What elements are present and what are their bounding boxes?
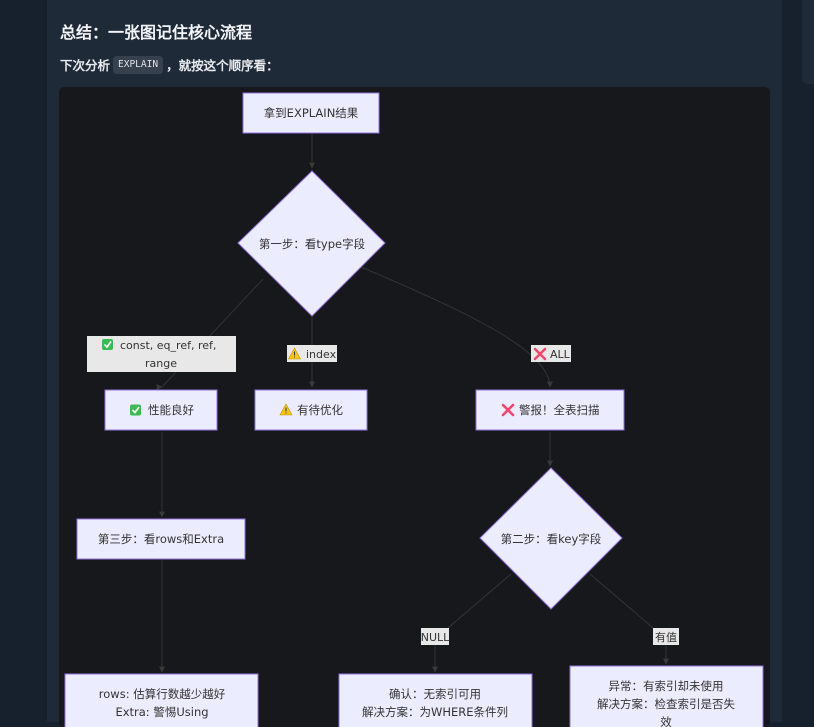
node-alarm-label: 警报！全表扫描: [519, 403, 600, 417]
node-step1-label: 第一步：看type字段: [259, 237, 366, 251]
node-alarm: 警报！全表扫描: [475, 389, 625, 431]
node-good: 性能良好: [104, 389, 218, 431]
node-anomaly: 异常：有索引却未使用 解决方案：检查索引是否失 效: [569, 665, 764, 727]
right-side-card: [802, 0, 814, 84]
node-start-label: 拿到EXPLAIN结果: [264, 106, 359, 120]
node-step3-label: 第三步：看rows和Extra: [98, 532, 224, 546]
explain-code: EXPLAIN: [113, 55, 164, 74]
flowchart: 拿到EXPLAIN结果 第一步：看type字段 const, eq_ref, r…: [64, 92, 764, 727]
node-rows: rows: 估算行数越少越好 Extra: 警惕Using: [64, 673, 259, 727]
edge-label-const: const, eq_ref, ref, range: [87, 336, 236, 372]
intro-line: 下次分析 EXPLAIN ，就按这个顺序看：: [60, 55, 279, 74]
edge-step2-confirm: [432, 573, 512, 673]
node-step3: 第三步：看rows和Extra: [76, 518, 246, 560]
edge-label-index-text: index: [306, 348, 337, 361]
node-rows-line2: Extra: 警惕Using: [115, 705, 208, 719]
flowchart-container: 拿到EXPLAIN结果 第一步：看type字段 const, eq_ref, r…: [59, 87, 770, 727]
node-optimize: 有待优化: [254, 389, 368, 431]
node-optimize-label: 有待优化: [297, 403, 343, 417]
edge-step1-alarm: [360, 266, 553, 388]
section-title: 总结：一张图记住核心流程: [60, 23, 253, 42]
edge-label-null: NULL: [421, 628, 450, 645]
check-icon: [130, 404, 141, 416]
edge-label-all-text: ALL: [550, 348, 571, 361]
intro-text-before: 下次分析: [60, 58, 111, 73]
node-step2: 第二步：看key字段: [479, 467, 623, 610]
edge-label-null-text: NULL: [421, 631, 450, 644]
edge-label-const-line1: const, eq_ref, ref,: [120, 339, 216, 352]
cross-icon: [533, 347, 547, 361]
node-confirm: 确认：无索引可用 解决方案：为WHERE条件列: [338, 673, 533, 727]
check-icon: [102, 339, 113, 350]
warning-icon: [279, 403, 293, 416]
edge-label-all: ALL: [531, 345, 571, 362]
node-confirm-line1: 确认：无索引可用: [389, 687, 481, 701]
edge-label-index: index: [287, 345, 337, 362]
cross-icon: [501, 403, 515, 417]
edge-label-has-value: 有值: [653, 628, 679, 645]
edge-step2-anomaly: [589, 573, 669, 665]
warning-icon: [287, 347, 302, 360]
left-gutter: [0, 0, 47, 722]
node-step2-label: 第二步：看key字段: [501, 532, 602, 546]
node-confirm-line2: 解决方案：为WHERE条件列: [362, 705, 508, 719]
node-rows-line1: rows: 估算行数越少越好: [99, 687, 226, 701]
node-start: 拿到EXPLAIN结果: [242, 92, 380, 134]
node-step1: 第一步：看type字段: [237, 170, 386, 317]
edge-label-has-value-text: 有值: [655, 630, 677, 644]
intro-text-after: ，就按这个顺序看：: [166, 58, 279, 73]
node-anomaly-line1: 异常：有索引却未使用: [609, 679, 724, 693]
node-anomaly-line2: 解决方案：检查索引是否失: [597, 697, 735, 711]
edge-label-const-line2: range: [145, 357, 177, 370]
node-anomaly-line3: 效: [660, 715, 672, 727]
right-column: [782, 0, 814, 722]
node-good-label: 性能良好: [148, 403, 194, 417]
